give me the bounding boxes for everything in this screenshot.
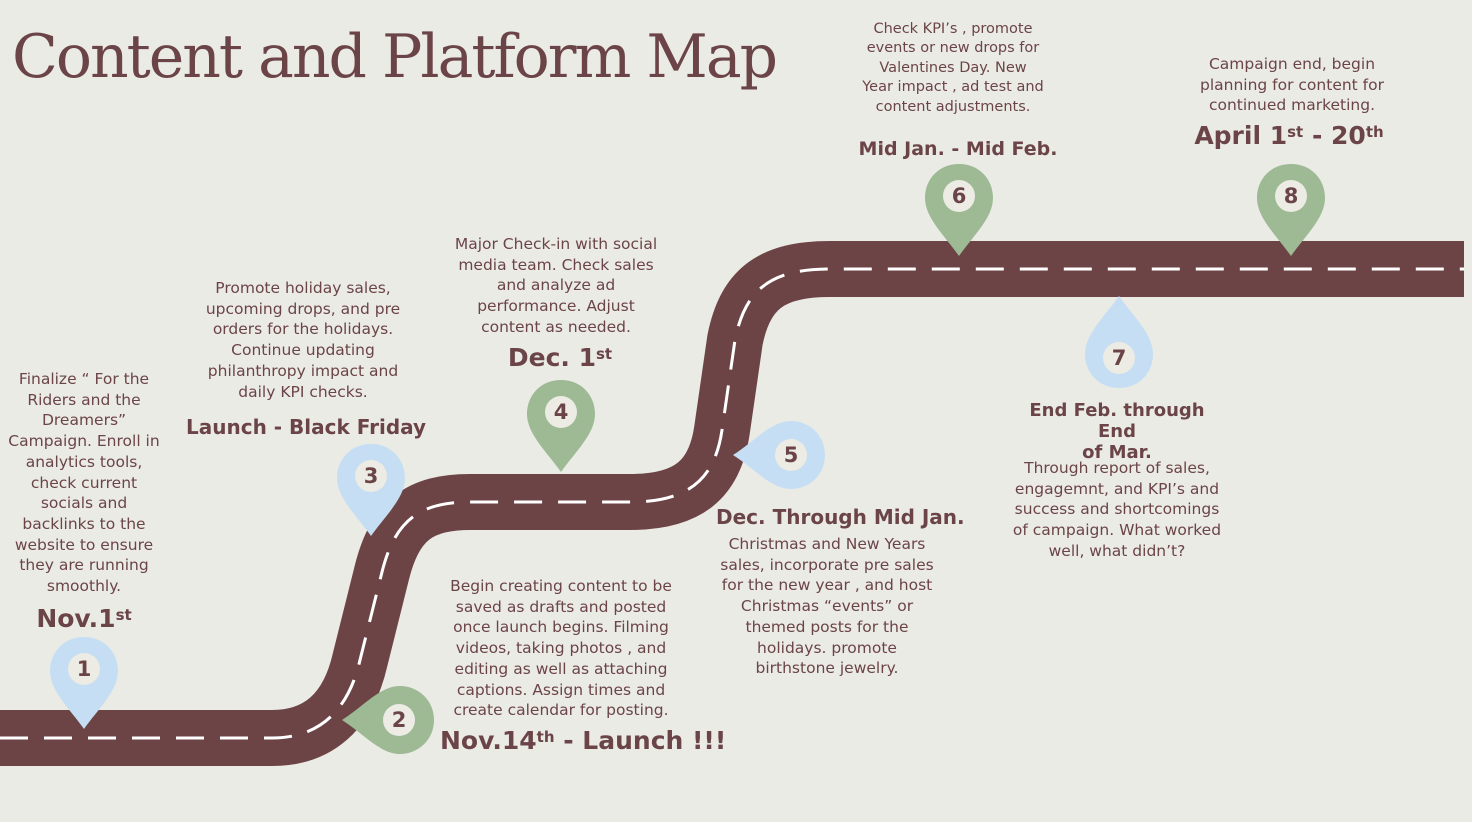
milestone-2-number: 2: [383, 704, 415, 736]
milestone-5-description: Christmas and New Years sales, incorpora…: [720, 535, 934, 678]
milestone-7-number: 7: [1103, 342, 1135, 374]
milestone-1-date-main: Nov.1: [36, 604, 116, 633]
milestone-6-number: 6: [943, 180, 975, 212]
milestone-1-date-sup: st: [115, 606, 132, 624]
milestone-3-marker: 3: [335, 442, 407, 538]
milestone-2-marker: 2: [340, 684, 436, 756]
milestone-8-marker: 8: [1255, 162, 1327, 258]
milestone-8-date-rest: - 20: [1303, 121, 1366, 150]
milestone-6-date: Mid Jan. - Mid Feb.: [858, 138, 1058, 160]
milestone-4-date: Dec. 1st: [480, 343, 640, 372]
milestone-7-description: Through report of sales, engagemnt, and …: [1012, 459, 1222, 560]
milestone-1-number: 1: [68, 653, 100, 685]
milestone-7-marker: 7: [1083, 294, 1155, 390]
milestone-5-number: 5: [775, 439, 807, 471]
milestone-5-date: Dec. Through Mid Jan.: [716, 505, 965, 529]
milestone-4-date-sup: st: [596, 345, 613, 363]
milestone-4-number: 4: [545, 396, 577, 428]
milestone-1-marker: 1: [48, 635, 120, 731]
milestone-4-date-main: Dec. 1: [507, 343, 596, 372]
milestone-6-marker: 6: [923, 162, 995, 258]
milestone-8-date-main: April 1: [1194, 121, 1288, 150]
milestone-8-description: Campaign end, begin planning for content…: [1199, 55, 1384, 115]
milestone-7-date: End Feb. through End of Mar.: [1029, 400, 1205, 463]
milestone-1-date: Nov.1st: [18, 604, 150, 633]
milestone-3-date: Launch - Black Friday: [186, 415, 427, 439]
milestone-8-number: 8: [1275, 180, 1307, 212]
milestone-8-date-sup: st: [1287, 123, 1304, 141]
milestone-1-description: Finalize “ For the Riders and the Dreame…: [8, 370, 160, 596]
milestone-3-number: 3: [355, 460, 387, 492]
page-title: Content and Platform Map: [12, 22, 778, 92]
milestone-8-date: April 1st - 20th: [1194, 121, 1384, 150]
milestone-2-date-sup: th: [536, 728, 555, 746]
milestone-2-date-main: Nov.14: [440, 726, 537, 755]
milestone-4-description: Major Check-in with social media team. C…: [454, 235, 658, 336]
milestone-8-date-sup2: th: [1365, 123, 1384, 141]
milestone-5-marker: 5: [731, 419, 827, 491]
milestone-6-description: Check KPI’s , promote events or new drop…: [862, 21, 1044, 115]
milestone-2-description: Begin creating content to be saved as dr…: [450, 577, 672, 720]
milestone-2-date-rest: - Launch !!!: [554, 726, 727, 755]
milestone-2-date: Nov.14th - Launch !!!: [440, 726, 726, 755]
milestone-4-marker: 4: [525, 378, 597, 474]
milestone-3-description: Promote holiday sales, upcoming drops, a…: [205, 279, 401, 401]
